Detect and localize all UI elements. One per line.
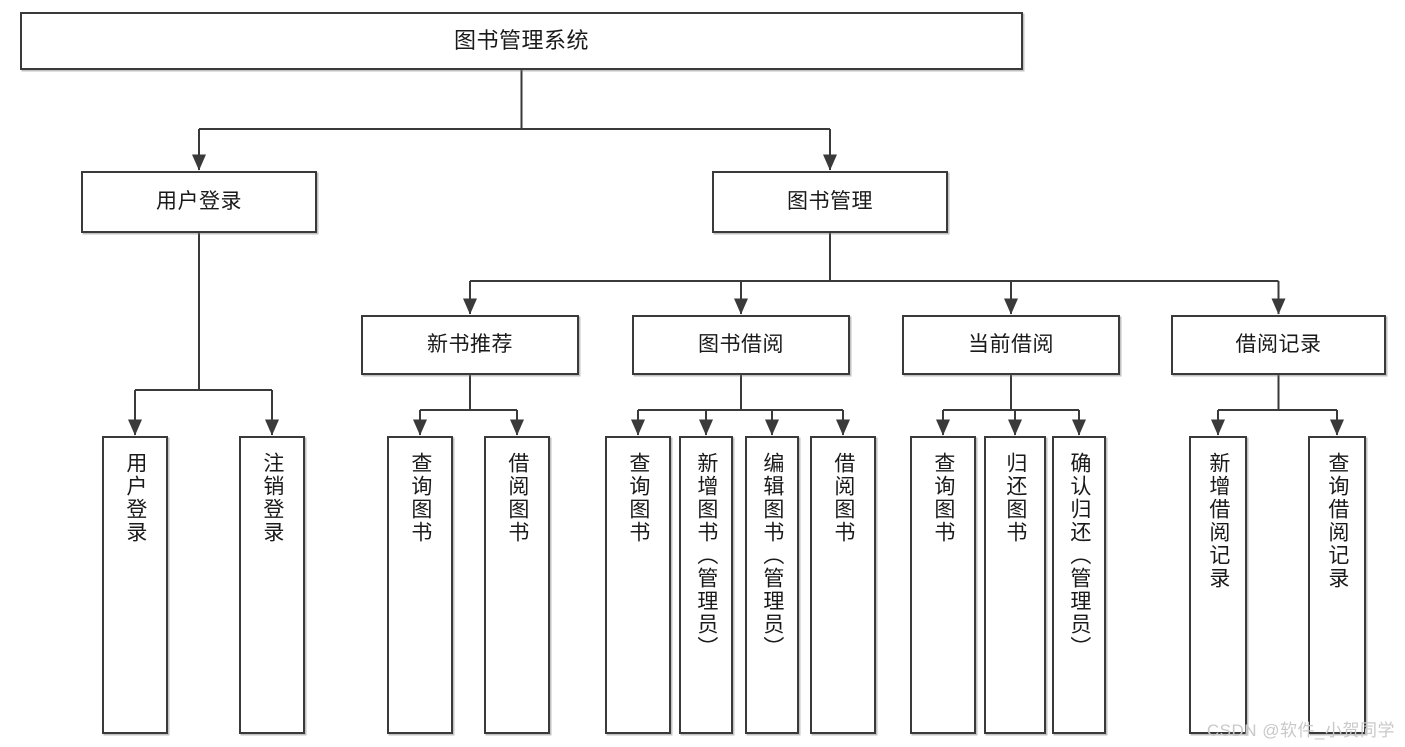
- node-label-current-borrow: 当前借阅: [968, 332, 1054, 356]
- arrowhead-icon: [1008, 419, 1022, 436]
- arrowhead-icon: [192, 154, 206, 171]
- arrowhead-icon: [413, 419, 427, 436]
- node-label-book-borrow: 图书借阅: [698, 332, 784, 356]
- node-leaf-add-record[interactable]: 新增借阅记录: [1189, 436, 1247, 734]
- node-label-leaf-logout: 注销登录: [260, 452, 284, 544]
- node-label-leaf-add-book: 新增图书（管理员）: [694, 452, 718, 659]
- node-leaf-query-book-rec[interactable]: 查询图书: [387, 436, 453, 734]
- node-leaf-query-record[interactable]: 查询借阅记录: [1308, 436, 1366, 734]
- node-label-leaf-confirm-return: 确认归还（管理员）: [1067, 452, 1091, 659]
- node-label-leaf-borrow-book-rec: 借阅图书: [505, 452, 529, 544]
- node-user-login[interactable]: 用户登录: [81, 171, 317, 233]
- node-leaf-edit-book[interactable]: 编辑图书（管理员）: [745, 436, 799, 734]
- node-label-leaf-edit-book: 编辑图书（管理员）: [760, 452, 784, 659]
- node-label-leaf-query-book-rec: 查询图书: [408, 452, 432, 544]
- node-leaf-return-book[interactable]: 归还图书: [984, 436, 1046, 734]
- node-leaf-logout[interactable]: 注销登录: [239, 436, 305, 734]
- node-leaf-query-book-borrow[interactable]: 查询图书: [605, 436, 671, 734]
- node-label-leaf-query-record: 查询借阅记录: [1325, 452, 1349, 590]
- arrowhead-icon: [1330, 419, 1344, 436]
- node-book-borrow[interactable]: 图书借阅: [632, 315, 850, 375]
- arrowhead-icon: [510, 419, 524, 436]
- node-label-root: 图书管理系统: [453, 28, 589, 54]
- arrowhead-icon: [128, 419, 142, 436]
- arrowhead-icon: [836, 419, 850, 436]
- arrowhead-icon: [936, 419, 950, 436]
- node-new-book-rec[interactable]: 新书推荐: [361, 315, 579, 375]
- node-label-leaf-user-login: 用户登录: [123, 452, 147, 544]
- node-book-manage[interactable]: 图书管理: [712, 171, 948, 233]
- node-label-leaf-borrow-book: 借阅图书: [831, 452, 855, 544]
- node-label-leaf-query-book-cur: 查询图书: [931, 452, 955, 544]
- arrowhead-icon: [1211, 419, 1225, 436]
- arrowhead-icon: [1004, 298, 1018, 315]
- arrowhead-icon: [765, 419, 779, 436]
- arrowhead-icon: [265, 419, 279, 436]
- arrowhead-icon: [1271, 298, 1286, 315]
- arrowhead-icon: [631, 419, 645, 436]
- arrowhead-icon: [1072, 419, 1086, 436]
- node-leaf-confirm-return[interactable]: 确认归还（管理员）: [1052, 436, 1106, 734]
- node-label-new-book-rec: 新书推荐: [427, 332, 513, 356]
- node-label-leaf-add-record: 新增借阅记录: [1206, 452, 1230, 590]
- node-current-borrow[interactable]: 当前借阅: [902, 315, 1120, 375]
- node-label-leaf-return-book: 归还图书: [1003, 452, 1027, 544]
- watermark-text: CSDN @软件_小贺同学: [1206, 721, 1395, 740]
- arrowhead-icon: [463, 298, 477, 315]
- arrowhead-icon: [823, 154, 837, 171]
- node-leaf-borrow-book[interactable]: 借阅图书: [810, 436, 876, 734]
- node-label-user-login: 用户登录: [156, 189, 242, 213]
- arrowhead-icon: [734, 298, 748, 315]
- arrowhead-icon: [699, 419, 713, 436]
- node-label-leaf-query-book-borrow: 查询图书: [626, 452, 650, 544]
- node-leaf-add-book[interactable]: 新增图书（管理员）: [679, 436, 733, 734]
- node-borrow-record[interactable]: 借阅记录: [1171, 315, 1386, 375]
- node-label-book-manage: 图书管理: [787, 189, 873, 213]
- node-leaf-user-login[interactable]: 用户登录: [102, 436, 168, 734]
- node-leaf-query-book-cur[interactable]: 查询图书: [910, 436, 976, 734]
- node-label-borrow-record: 借阅记录: [1235, 332, 1322, 356]
- node-leaf-borrow-book-rec[interactable]: 借阅图书: [484, 436, 550, 734]
- node-root[interactable]: 图书管理系统: [20, 12, 1023, 70]
